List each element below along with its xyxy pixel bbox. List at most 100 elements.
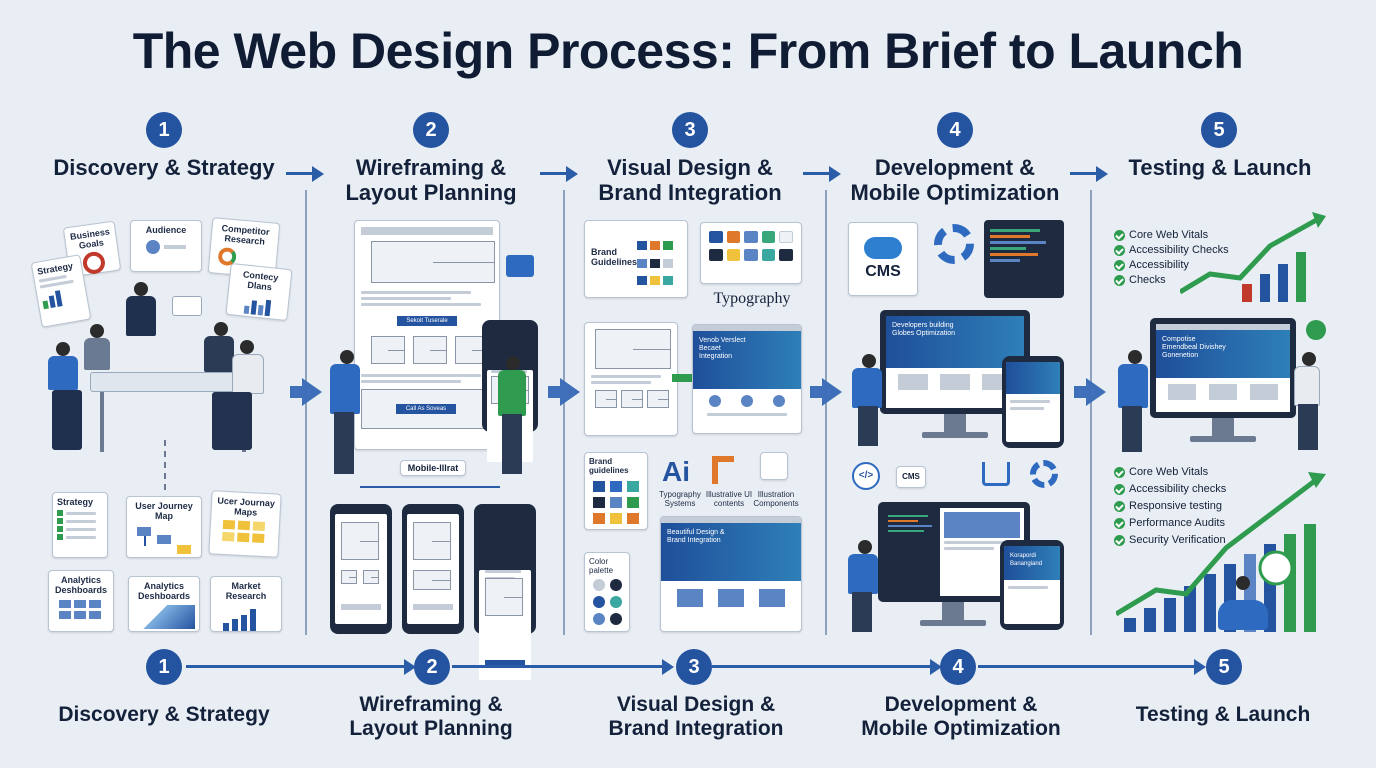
timeline-step-3-number: 3: [676, 649, 712, 685]
check-icon: [1114, 534, 1125, 546]
lower-strategy-card: Strategy: [52, 492, 108, 558]
cms-label: CMS: [865, 263, 901, 280]
timeline-arrow-3: [930, 659, 942, 675]
check-icon: [1114, 500, 1125, 512]
laptop-user-head: [1236, 576, 1250, 590]
header-arrow-4-head: [1096, 166, 1108, 182]
card-content-plans-label: Contecy Dlans: [242, 269, 279, 293]
laptop-user-body: [1218, 600, 1268, 630]
person-left-legs: [52, 390, 82, 450]
person-standing-head: [134, 282, 148, 296]
check-icon: [1114, 274, 1125, 286]
developer-head: [862, 354, 876, 368]
code-panel: [884, 508, 940, 596]
testing-monitor-base: [1190, 436, 1256, 442]
lower-strategy-label: Strategy: [57, 497, 94, 507]
check-bottom-2: Accessibility checks: [1114, 481, 1226, 498]
step-3-title: Visual Design & Brand Integration: [598, 155, 782, 205]
tablet-2-hero-text: Korapordi Banangiand: [1010, 553, 1043, 567]
target-icon: [81, 250, 107, 276]
tester-left-legs: [1122, 406, 1142, 452]
person-right-legs: [212, 392, 252, 450]
brand-guidelines-card: Brand Guidelines: [584, 220, 688, 298]
timeline-step-1-number: 1: [146, 649, 182, 685]
designer-right-body: [498, 370, 526, 416]
design-arrow-shaft: [672, 374, 694, 382]
step-4-number: 4: [937, 112, 973, 148]
step-5-title: Testing & Launch: [1128, 155, 1312, 180]
check-icon: [1114, 466, 1125, 478]
mockup-hero-2: Beautiful Design & Brand Integration: [661, 523, 801, 581]
divider-1: [305, 190, 307, 635]
monitor-base-1: [922, 432, 988, 438]
monitor-stand-2: [942, 602, 964, 622]
mockup-page-1: Venob Verslect Becaet Integration: [692, 324, 802, 434]
color-dots: [593, 579, 625, 625]
tester-right-head: [1302, 352, 1316, 366]
illustrative-label: Illustrative UI contents: [705, 490, 753, 508]
gear-small-icon: [1030, 460, 1058, 488]
divider-2: [563, 190, 565, 635]
mobile-wireframe-3: [474, 504, 536, 680]
mobile-wireframe-2: [402, 504, 464, 634]
step-5-number: 5: [1201, 112, 1237, 148]
tablet-1: [1002, 356, 1064, 448]
developer-legs: [858, 406, 878, 446]
step-2-number: 2: [413, 112, 449, 148]
color-palette-label: Color palette: [589, 557, 614, 575]
person-left-head: [56, 342, 70, 356]
header-arrow-2: [540, 172, 568, 175]
testing-hero-text: Compotise Emendbeal Divishey Gonenetion: [1162, 336, 1226, 359]
designer-left-body: [330, 364, 360, 414]
mobile-label: Mobile-lllrat: [400, 460, 466, 476]
check-icon: [1114, 244, 1125, 256]
timeline-step-2-title: Wireframing & Layout Planning: [349, 693, 513, 740]
analytics-dashboards-card-a: Analytics Deshboards: [48, 570, 114, 632]
wireframe-hero-image: [371, 241, 495, 283]
brand-guidelines-swatches: [593, 481, 643, 524]
tester-left-body: [1118, 364, 1148, 408]
timeline-line-4: [978, 665, 1198, 668]
mockup-hero-2-text: Beautiful Design & Brand Integration: [667, 529, 725, 544]
tablet-2-hero: Korapordi Banangiand: [1004, 546, 1060, 580]
code-icon: </>: [852, 462, 880, 490]
page-title: The Web Design Process: From Brief to La…: [132, 23, 1244, 79]
brand-guidelines-small-card: Brand guidelines: [584, 452, 648, 530]
check-bottom-3: Responsive testing: [1114, 498, 1226, 515]
area-chart-icon: [133, 605, 195, 629]
mid-arrow-4: [1086, 378, 1106, 406]
flowchart-icon: [131, 521, 197, 561]
design-wireframe-card: [584, 322, 678, 436]
mid-arrow-1-shaft: [290, 386, 304, 398]
testing-monitor-stand: [1212, 418, 1234, 438]
user-journey-maps-label: Ucer Journay Maps: [217, 495, 276, 518]
check-icon: [1114, 259, 1125, 271]
check-icon: [1114, 229, 1125, 241]
timeline-step-4-number: 4: [940, 649, 976, 685]
developer-body: [852, 368, 882, 408]
analytics-dashboards-a-label: Analytics Deshboards: [54, 575, 107, 595]
desktop-hero-1-text: Developers building Globes Optimization: [892, 322, 956, 337]
step-1-number: 1: [146, 112, 182, 148]
market-research-card: Market Research: [210, 576, 282, 632]
mid-arrow-4-shaft: [1074, 386, 1088, 398]
step-3-number: 3: [672, 112, 708, 148]
checklist-top: Core Web Vitals Accessibility Checks Acc…: [1114, 228, 1229, 288]
person-mid-body: [84, 338, 110, 370]
cms-small-card: CMS: [896, 466, 926, 488]
growth-chart-top: [1180, 212, 1326, 302]
mid-arrow-3: [822, 378, 842, 406]
code-editor: [984, 220, 1064, 298]
step1-dashed-connector: [164, 440, 166, 490]
chat-icon: [506, 255, 534, 277]
mockup-gallery-2: [661, 581, 801, 615]
designer-left-legs: [334, 412, 354, 474]
person-standing-body: [126, 296, 156, 336]
illustration-components-label: Illustration Components: [753, 490, 799, 508]
person-far-right-head: [240, 340, 254, 354]
card-content-plans: Contecy Dlans: [225, 262, 293, 322]
palette-row-2: [709, 249, 793, 261]
card-strategy-label: Strategy: [36, 260, 74, 277]
designer-left-head: [340, 350, 354, 364]
check-bottom-1: Core Web Vitals: [1114, 464, 1226, 481]
